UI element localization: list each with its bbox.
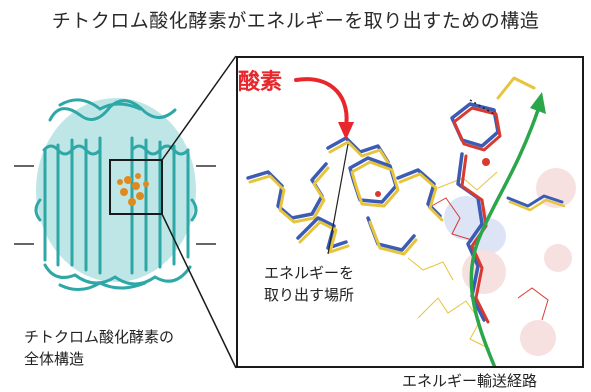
selection-box [109, 159, 163, 215]
extraction-site-line1: エネルギーを [264, 264, 355, 282]
stick-model-center [348, 156, 444, 256]
protein-ribbon [34, 98, 198, 291]
zoom-line-bottom [161, 213, 237, 369]
stick-model-left [246, 136, 392, 254]
whole-structure-line1: チトクロム酸化酵素の [24, 328, 175, 346]
active-site-structure [246, 76, 576, 366]
oxygen-label: 酸素 [238, 70, 283, 95]
zoom-line-top [161, 55, 237, 161]
metal-atoms [375, 158, 490, 197]
oxygen-arrow [294, 77, 349, 128]
extraction-site-line2: 取り出す場所 [264, 286, 355, 304]
surface-spheres [444, 168, 576, 356]
site-leader-line [327, 143, 349, 255]
transport-arrow [469, 108, 540, 366]
cofactor-center [117, 173, 149, 206]
whole-structure-line2: 全体構造 [24, 350, 85, 368]
extraction-site-label: エネルギーを 取り出す場所 [264, 262, 354, 306]
whole-structure-label: チトクロム酸化酵素の 全体構造 [24, 326, 174, 370]
thin-wire-model [407, 171, 498, 350]
zoom-panel [236, 56, 584, 368]
transport-path-label: エネルギー輸送経路 [402, 372, 538, 390]
figure-title: チトクロム酸化酵素がエネルギーを取り出すための構造 [51, 10, 540, 32]
